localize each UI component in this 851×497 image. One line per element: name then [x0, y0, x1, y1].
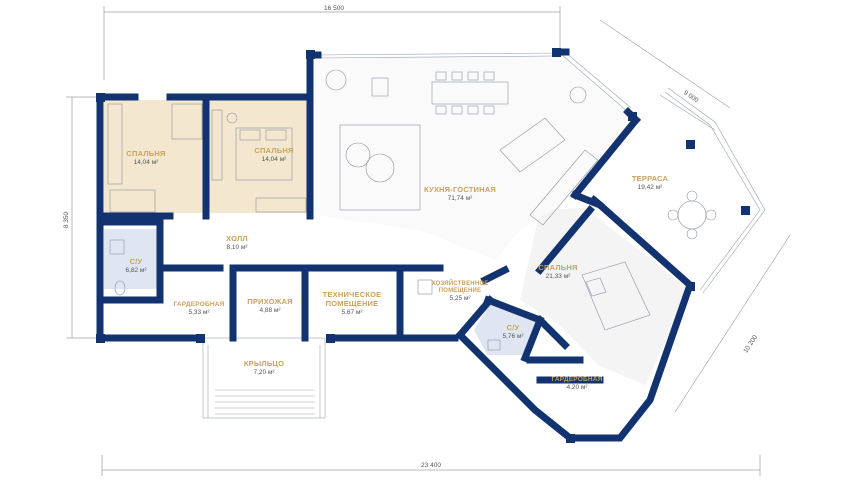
sofa	[339, 124, 421, 211]
utility-area: 5,25 м²	[449, 295, 471, 302]
glazing-and-railings	[202, 51, 766, 419]
furniture	[107, 69, 717, 351]
bedroom2-fill	[209, 100, 309, 213]
entry-area: 4,88 м²	[259, 307, 281, 314]
dimension-lines	[66, 6, 791, 476]
utility-name-2: ПОМЕЩЕНИЕ	[439, 288, 482, 294]
bathroom1-name: С/У	[130, 257, 143, 266]
terrace-area: 19,42 м²	[638, 184, 664, 191]
bathroom1-fill	[104, 229, 159, 289]
bedroom3-name: СПАЛЬНЯ	[538, 263, 577, 272]
wardrobe2-area: 4,20 м²	[566, 384, 588, 391]
dining-table	[431, 81, 509, 105]
hall-name: ХОЛЛ	[226, 234, 248, 243]
bedroom3-area: 21,33 м²	[546, 273, 572, 280]
bathroom2-name: С/У	[507, 323, 520, 332]
double-bed-1	[235, 127, 293, 181]
kitchen-fill	[315, 55, 632, 260]
hall-area: 8,10 м²	[226, 244, 248, 251]
dim-diag-top: 9 000	[682, 89, 700, 104]
kitchen-living-area: 71,74 м²	[448, 195, 474, 202]
porch-outline	[202, 337, 326, 419]
wall-posts	[96, 48, 750, 443]
dim-top: 16 500	[324, 5, 344, 12]
bedroom1-name: СПАЛЬНЯ	[126, 149, 165, 158]
bathroom2-area: 5,76 м²	[502, 333, 524, 340]
bedroom2-name: СПАЛЬНЯ	[254, 146, 293, 155]
technical-area: 5,67 м²	[341, 309, 363, 316]
wardrobe1-area: 5,33 м²	[188, 309, 210, 316]
dim-bottom: 23 400	[421, 462, 441, 469]
room-labels: СПАЛЬНЯ 14,04 м² СПАЛЬНЯ 14,04 м² КУХНЯ-…	[125, 146, 668, 391]
bedroom1-area: 14,04 м²	[134, 159, 160, 166]
bathroom1-area: 6,82 м²	[125, 267, 147, 274]
wardrobe2-name: ГАРДЕРОБНАЯ	[551, 376, 602, 383]
kitchen-living-name: КУХНЯ-ГОСТИНАЯ	[424, 185, 496, 194]
kitchen-island	[499, 117, 566, 173]
technical-name-1: ТЕХНИЧЕСКОЕ	[323, 290, 382, 299]
terrace-name: ТЕРРАСА	[632, 174, 669, 183]
porch-area: 7,20 м²	[253, 369, 275, 376]
entry-name: ПРИХОЖАЯ	[247, 297, 293, 306]
porch-name: КРЫЛЬЦО	[244, 359, 284, 368]
wardrobe1-name: ГАРДЕРОБНАЯ	[173, 301, 224, 308]
technical-name-2: ПОМЕЩЕНИЕ	[326, 299, 379, 308]
bedroom2-area: 14,04 м²	[262, 156, 288, 163]
floor-fills	[104, 55, 690, 385]
utility-name-1: ХОЗЯЙСТВЕННОЕ	[432, 279, 489, 287]
dim-diag-right: 10 200	[742, 334, 759, 355]
double-bed-2	[581, 261, 651, 331]
dim-left: 8 350	[63, 211, 70, 228]
terrace-table	[677, 200, 707, 230]
bedroom3-fill	[520, 208, 690, 385]
